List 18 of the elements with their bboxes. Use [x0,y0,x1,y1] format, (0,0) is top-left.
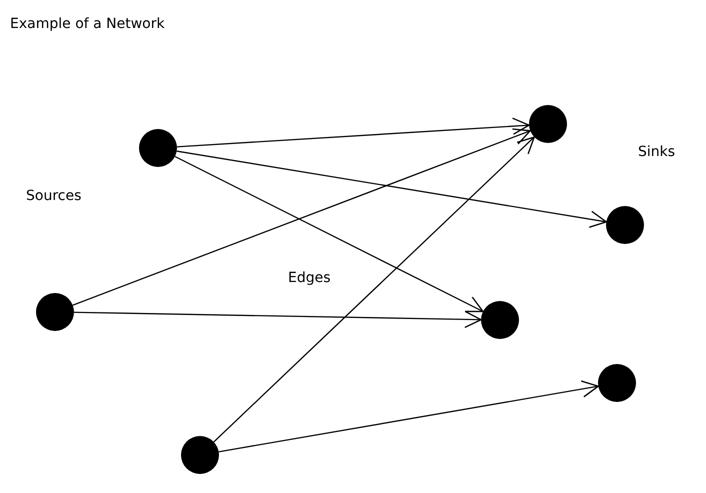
group-label: Edges [288,270,331,286]
group-label: Sinks [638,144,676,160]
arrow [218,380,599,452]
node-circle [139,129,177,167]
node-circle [598,364,636,402]
arrow [174,156,484,312]
node-circle [36,293,74,331]
node-circle [181,436,219,474]
arrow [213,136,535,442]
node-circle [606,206,644,244]
node-circle [529,105,567,143]
diagram-title: Example of a Network [10,16,165,32]
arrow [176,118,530,148]
node-circle [481,301,519,339]
arrow [176,150,607,228]
arrow [74,310,482,328]
arrow [72,128,531,306]
group-label: Sources [26,188,82,204]
